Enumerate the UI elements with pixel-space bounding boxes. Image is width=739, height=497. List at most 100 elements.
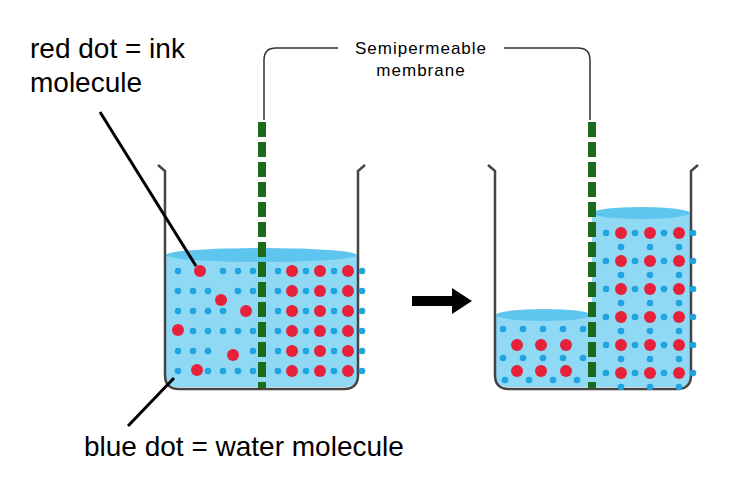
water-molecule bbox=[359, 328, 366, 335]
ink-molecule bbox=[286, 305, 298, 317]
ink-molecule bbox=[314, 345, 326, 357]
water bbox=[496, 315, 592, 387]
water-molecule bbox=[603, 314, 610, 321]
water-molecule bbox=[500, 326, 507, 333]
ink-molecule bbox=[286, 345, 298, 357]
water-molecule bbox=[690, 258, 697, 265]
water-molecule bbox=[275, 268, 282, 275]
legend-note: blue dot = water molecule bbox=[84, 430, 504, 464]
water-molecule bbox=[331, 288, 338, 295]
water-molecule bbox=[190, 348, 197, 355]
water-molecule bbox=[661, 314, 668, 321]
water-molecule bbox=[250, 368, 257, 375]
ink-molecule bbox=[535, 339, 547, 351]
water-molecule bbox=[618, 272, 625, 279]
water-molecule bbox=[647, 244, 654, 251]
water-molecule bbox=[205, 368, 212, 375]
water-molecule bbox=[331, 308, 338, 315]
water-molecule bbox=[676, 300, 683, 307]
ink-molecule bbox=[314, 305, 326, 317]
water-molecule bbox=[618, 328, 625, 335]
water-molecule bbox=[690, 286, 697, 293]
ink-molecule bbox=[172, 324, 184, 336]
ink-molecule bbox=[215, 294, 227, 306]
ink-molecule bbox=[673, 339, 685, 351]
water-molecule bbox=[220, 268, 227, 275]
water-molecule bbox=[647, 356, 654, 363]
water-molecule bbox=[647, 300, 654, 307]
water-molecule bbox=[618, 300, 625, 307]
water-molecule bbox=[632, 230, 639, 237]
water-molecule bbox=[303, 348, 310, 355]
water-molecule bbox=[540, 326, 547, 333]
ink-molecule bbox=[615, 255, 627, 267]
ink-molecule bbox=[194, 265, 206, 277]
water-molecule bbox=[359, 268, 366, 275]
ink-molecule bbox=[511, 339, 523, 351]
water-molecule bbox=[175, 308, 182, 315]
ink-molecule bbox=[673, 311, 685, 323]
ink-molecule bbox=[535, 365, 547, 377]
water-molecule bbox=[632, 258, 639, 265]
water-molecule bbox=[632, 342, 639, 349]
ink-molecule bbox=[644, 339, 656, 351]
water-molecule bbox=[603, 230, 610, 237]
water-molecule bbox=[175, 368, 182, 375]
ink-molecule bbox=[314, 325, 326, 337]
water-molecule bbox=[275, 348, 282, 355]
water-molecule bbox=[520, 355, 527, 362]
leader-line bbox=[128, 378, 174, 426]
water-molecule bbox=[205, 348, 212, 355]
ink-molecule bbox=[511, 365, 523, 377]
ink-molecule bbox=[342, 285, 354, 297]
water-molecule bbox=[205, 328, 212, 335]
ink-molecule bbox=[342, 345, 354, 357]
ink-molecule bbox=[286, 285, 298, 297]
water-molecule bbox=[632, 286, 639, 293]
water-molecule bbox=[331, 368, 338, 375]
ink-molecule bbox=[673, 227, 685, 239]
ink-molecule bbox=[615, 339, 627, 351]
water bbox=[592, 213, 690, 387]
ink-molecule bbox=[314, 285, 326, 297]
water-molecule bbox=[560, 326, 567, 333]
legend-note: red dot = ink molecule bbox=[30, 32, 235, 100]
water-molecule bbox=[618, 384, 625, 391]
water-molecule bbox=[175, 288, 182, 295]
water-molecule bbox=[661, 258, 668, 265]
water-molecule bbox=[303, 308, 310, 315]
ink-molecule bbox=[560, 339, 572, 351]
water-molecule bbox=[676, 244, 683, 251]
water-molecule bbox=[580, 326, 587, 333]
water-molecule bbox=[275, 288, 282, 295]
water-molecule bbox=[690, 230, 697, 237]
water-molecule bbox=[359, 348, 366, 355]
water-molecule bbox=[250, 268, 257, 275]
water-molecule bbox=[632, 370, 639, 377]
ink-molecule bbox=[673, 255, 685, 267]
water-molecule bbox=[235, 328, 242, 335]
ink-molecule bbox=[615, 311, 627, 323]
semipermeable-membrane bbox=[258, 122, 266, 388]
ink-molecule bbox=[644, 367, 656, 379]
leader-line bbox=[100, 112, 196, 266]
water-molecule bbox=[647, 384, 654, 391]
ink-molecule bbox=[314, 365, 326, 377]
ink-molecule bbox=[314, 265, 326, 277]
water-molecule bbox=[603, 342, 610, 349]
molecules bbox=[172, 227, 696, 390]
leader-line bbox=[264, 48, 338, 120]
water-molecule bbox=[520, 326, 527, 333]
water-molecule bbox=[647, 272, 654, 279]
water-molecule bbox=[359, 308, 366, 315]
water-molecule bbox=[603, 286, 610, 293]
water-molecule bbox=[303, 368, 310, 375]
water-molecule bbox=[661, 286, 668, 293]
water-molecule bbox=[250, 328, 257, 335]
water-molecule bbox=[359, 288, 366, 295]
water-molecule bbox=[690, 370, 697, 377]
water-molecule bbox=[303, 328, 310, 335]
water-molecule bbox=[580, 355, 587, 362]
water-surface bbox=[496, 309, 592, 321]
semipermeable-membrane bbox=[588, 122, 596, 388]
